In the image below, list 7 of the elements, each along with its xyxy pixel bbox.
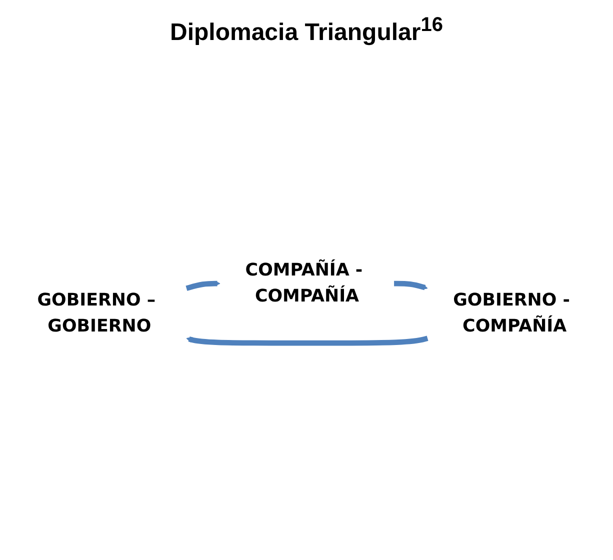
arrow [394, 280, 428, 290]
node-text: GOBIERNO - COMPAÑÍA [452, 289, 570, 336]
diagram-title: Diplomacia Triangular$^{16}$ [169, 14, 444, 47]
node-text: COMPAÑÍA - COMPAÑÍA [244, 260, 362, 306]
arrow [186, 335, 428, 346]
node-text: GOBIERNO – GOBIERNO [36, 289, 156, 336]
arrow [185, 280, 220, 290]
